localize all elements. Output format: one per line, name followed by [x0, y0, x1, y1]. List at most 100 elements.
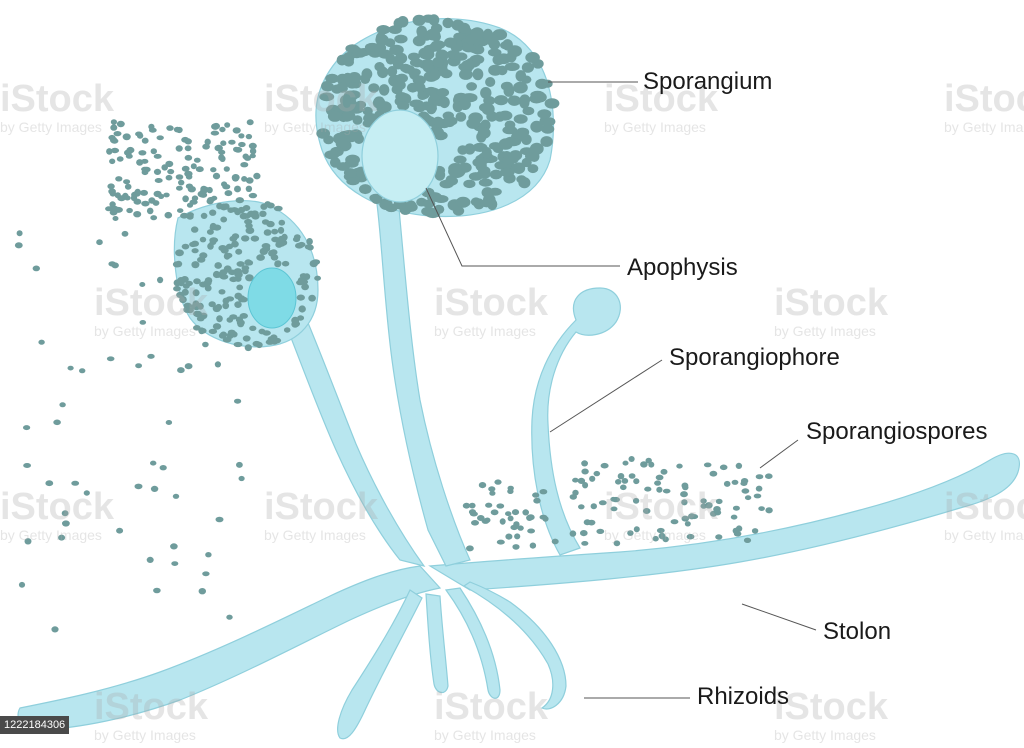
- sporangiospore-cluster-left: [172, 201, 321, 352]
- spore: [431, 127, 444, 138]
- young-columella: [247, 267, 297, 329]
- spore: [477, 515, 485, 521]
- spore: [208, 301, 216, 308]
- spore: [185, 174, 193, 180]
- spore: [432, 57, 444, 68]
- spore: [215, 303, 223, 311]
- spore: [223, 166, 230, 172]
- spore: [363, 113, 378, 124]
- spore: [755, 485, 763, 492]
- spore: [459, 69, 473, 80]
- spore: [245, 227, 255, 234]
- spore: [481, 147, 492, 159]
- spore: [703, 462, 712, 468]
- spore: [472, 157, 488, 168]
- spore: [186, 202, 194, 208]
- spore: [395, 92, 409, 102]
- spore: [251, 212, 260, 220]
- spore: [389, 44, 404, 56]
- spore: [513, 81, 528, 94]
- spore: [208, 328, 218, 335]
- spore: [503, 84, 515, 97]
- spore: [150, 148, 157, 155]
- spore: [181, 243, 190, 250]
- spore: [184, 145, 192, 152]
- spore: [244, 344, 252, 352]
- spore: [214, 262, 222, 269]
- spore: [222, 297, 230, 305]
- spore: [96, 239, 103, 246]
- spore: [163, 192, 170, 198]
- spore: [422, 59, 435, 69]
- spore: [401, 65, 415, 74]
- spore: [109, 158, 116, 165]
- spore: [429, 42, 443, 52]
- spore: [231, 240, 239, 248]
- spore: [395, 73, 408, 83]
- spore: [515, 70, 527, 82]
- spore: [765, 507, 773, 514]
- spore: [295, 242, 304, 249]
- spore: [59, 402, 66, 408]
- spore: [633, 526, 640, 533]
- spore: [110, 205, 119, 213]
- spore: [681, 499, 688, 506]
- spore: [296, 294, 305, 301]
- spore: [572, 489, 579, 496]
- spore: [394, 52, 408, 64]
- spore: [513, 114, 528, 124]
- spore: [343, 168, 357, 178]
- spore: [504, 62, 520, 71]
- spore: [429, 68, 441, 81]
- spore: [218, 289, 226, 295]
- spore: [535, 92, 547, 103]
- spore: [409, 99, 424, 108]
- spore: [466, 82, 477, 91]
- bursting-sporangium: [172, 200, 321, 352]
- tall-sporangiophore-stalk: [375, 195, 471, 567]
- spore: [238, 141, 246, 148]
- spore: [231, 174, 240, 181]
- spore: [407, 82, 419, 93]
- spore: [615, 479, 622, 485]
- spore: [83, 490, 90, 496]
- spore: [24, 538, 32, 545]
- spore: [202, 571, 210, 577]
- spore: [412, 14, 426, 26]
- spore: [686, 533, 695, 540]
- spore: [199, 236, 207, 243]
- spore: [542, 79, 553, 88]
- spore: [53, 419, 61, 426]
- spore: [730, 514, 738, 520]
- spore: [249, 325, 257, 331]
- spore: [136, 132, 144, 139]
- spore: [232, 127, 241, 134]
- spore: [256, 254, 265, 261]
- spore: [245, 185, 253, 192]
- spore: [709, 470, 718, 477]
- spore: [499, 518, 506, 525]
- spore: [23, 425, 31, 431]
- spore: [152, 200, 160, 206]
- spore: [731, 479, 739, 485]
- spore: [107, 183, 115, 190]
- spore: [504, 120, 516, 130]
- spore: [212, 172, 221, 180]
- spore: [405, 200, 417, 211]
- spore: [662, 536, 669, 543]
- spore: [270, 254, 279, 261]
- spore: [126, 207, 133, 214]
- spore: [110, 119, 117, 125]
- spore: [498, 110, 513, 121]
- spore: [596, 528, 605, 535]
- spore: [544, 98, 560, 109]
- spore: [468, 172, 483, 181]
- spore: [121, 230, 129, 237]
- spore: [259, 210, 267, 217]
- spore: [229, 235, 238, 242]
- spore: [530, 120, 544, 133]
- spore: [510, 524, 518, 531]
- spore: [655, 474, 664, 481]
- spore: [141, 166, 149, 172]
- spore: [425, 86, 438, 96]
